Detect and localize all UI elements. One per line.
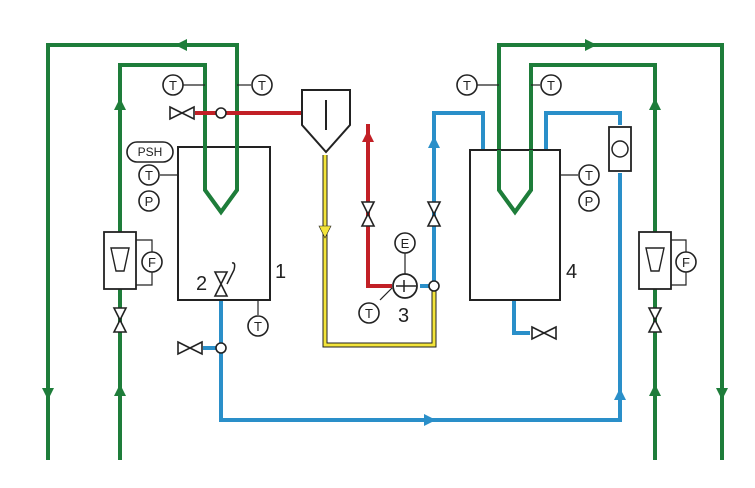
temperature-indicator xyxy=(578,164,600,186)
temperature-indicator xyxy=(247,315,269,337)
valve-icon xyxy=(213,282,229,297)
valves xyxy=(112,105,663,356)
yellow-line xyxy=(322,155,437,348)
instrument-label: T xyxy=(365,306,373,321)
blue-line-pump-return xyxy=(420,111,485,288)
instrument-bubbles xyxy=(126,74,697,337)
blue-lines xyxy=(203,111,622,422)
sight-glass-icon xyxy=(608,126,632,172)
temperature-indicator xyxy=(138,164,160,186)
junctions xyxy=(215,107,440,354)
equipment-number-2: 2 xyxy=(196,273,207,295)
instrument-label: F xyxy=(682,255,690,270)
blue-line-drain xyxy=(512,300,530,335)
arrow-icon xyxy=(614,388,626,400)
equipment-number-4: 4 xyxy=(566,261,577,283)
pressure-indicator xyxy=(138,190,160,212)
valve-icon xyxy=(180,105,195,121)
blue-arrows xyxy=(424,136,626,426)
vessel-1 xyxy=(177,146,271,301)
arrow-icon xyxy=(649,98,661,110)
arrow-icon xyxy=(716,388,728,400)
instrument-label: E xyxy=(401,236,410,251)
psh-indicator xyxy=(126,141,174,163)
instrument-label: T xyxy=(463,78,471,93)
arrow-icon xyxy=(114,98,126,110)
valve-icon xyxy=(188,340,203,356)
arrow-icon xyxy=(318,225,332,239)
valve-icon xyxy=(112,318,128,333)
instrument-label: T xyxy=(585,168,593,183)
valve-icon xyxy=(360,201,376,216)
temperature-indicator xyxy=(540,74,562,96)
green-arrows xyxy=(42,39,728,400)
equipment-number-1: 1 xyxy=(275,261,286,283)
instrument-label: T xyxy=(254,319,262,334)
coil-right xyxy=(497,150,533,216)
valve-icon xyxy=(169,105,184,121)
arrow-icon xyxy=(114,384,126,396)
valve-icon xyxy=(177,340,192,356)
valve-icon xyxy=(531,325,546,341)
arrow-icon xyxy=(649,384,661,396)
psh-label: PSH xyxy=(138,145,163,159)
flow-indicator xyxy=(141,251,163,273)
temperature-indicator xyxy=(251,74,273,96)
temperature-indicator xyxy=(456,74,478,96)
instrument-label: P xyxy=(145,194,154,209)
instrument-label: T xyxy=(547,78,555,93)
arrow-icon xyxy=(42,388,54,400)
arrow-icon xyxy=(585,39,597,51)
green-line-left-outer xyxy=(46,43,239,460)
green-line-right-inner xyxy=(529,63,657,460)
flowmeter-left xyxy=(103,231,153,290)
instrument-label: F xyxy=(148,255,156,270)
vessel-4 xyxy=(469,149,561,301)
equipment-number-3: 3 xyxy=(398,305,409,327)
valve-icon xyxy=(542,325,557,341)
instrument-label: P xyxy=(585,194,594,209)
coil-left xyxy=(203,145,239,216)
valve-icon xyxy=(647,307,663,322)
blue-line-cross xyxy=(219,173,622,422)
instrument-label: T xyxy=(169,78,177,93)
blue-line-right-top xyxy=(544,111,622,150)
electric-indicator xyxy=(394,232,416,254)
arrow-icon xyxy=(362,130,374,142)
red-lines xyxy=(195,111,392,288)
temperature-indicator xyxy=(162,74,184,96)
instrument-label: T xyxy=(258,78,266,93)
valve-actuator xyxy=(226,262,236,285)
valve-icon xyxy=(213,271,229,286)
arrow-icon xyxy=(175,39,187,51)
flow-indicator xyxy=(675,251,697,273)
pump-icon xyxy=(379,253,418,301)
arrow-icon xyxy=(424,414,436,426)
cyclone-separator xyxy=(301,89,351,154)
valve-icon xyxy=(426,201,442,216)
valve-icon xyxy=(647,318,663,333)
pressure-indicator xyxy=(578,190,600,212)
red-line-pump xyxy=(366,124,392,288)
arrow-icon xyxy=(428,136,440,148)
valve-icon xyxy=(426,212,442,227)
instrument-label: T xyxy=(145,168,153,183)
valve-icon xyxy=(360,212,376,227)
temperature-indicator xyxy=(358,302,380,324)
valve-icon xyxy=(112,307,128,322)
green-line-right-outer xyxy=(497,43,724,460)
flowmeter-right xyxy=(638,231,687,290)
